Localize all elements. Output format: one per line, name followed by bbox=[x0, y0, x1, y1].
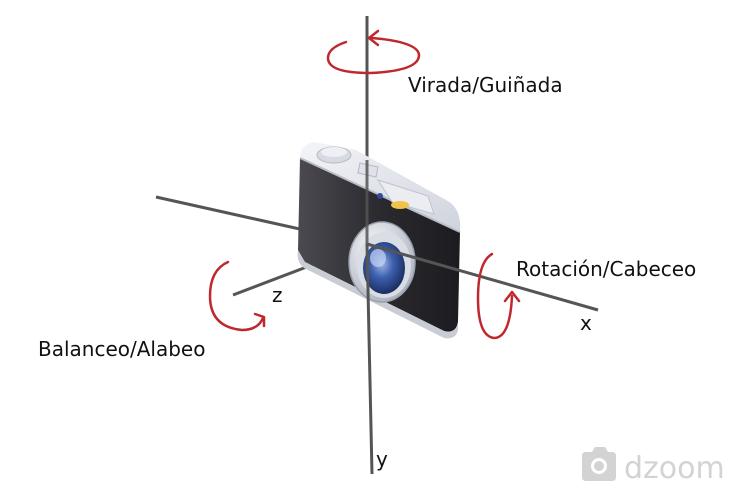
axes-front bbox=[365, 160, 599, 475]
camera-icon bbox=[297, 142, 461, 339]
x-axis-line-front bbox=[366, 242, 599, 312]
pitch-label: Rotación/Cabeceo bbox=[516, 257, 696, 281]
yaw-label: Virada/Guiñada bbox=[408, 73, 563, 97]
axis-label-x: x bbox=[580, 311, 592, 335]
pitch-rotation-arrow-icon bbox=[476, 252, 521, 340]
roll-label: Balanceo/Alabeo bbox=[38, 337, 205, 361]
roll-rotation-arrow-icon bbox=[208, 260, 266, 332]
axis-label-z: z bbox=[272, 283, 283, 307]
yaw-rotation-arrow-icon bbox=[326, 29, 421, 75]
axis-label-y: y bbox=[376, 447, 388, 471]
dzoom-watermark: dzoom bbox=[582, 447, 725, 486]
watermark-brand: dzoom bbox=[624, 451, 725, 486]
camera-logo-icon bbox=[582, 447, 616, 481]
y-axis-line-front bbox=[365, 243, 374, 475]
